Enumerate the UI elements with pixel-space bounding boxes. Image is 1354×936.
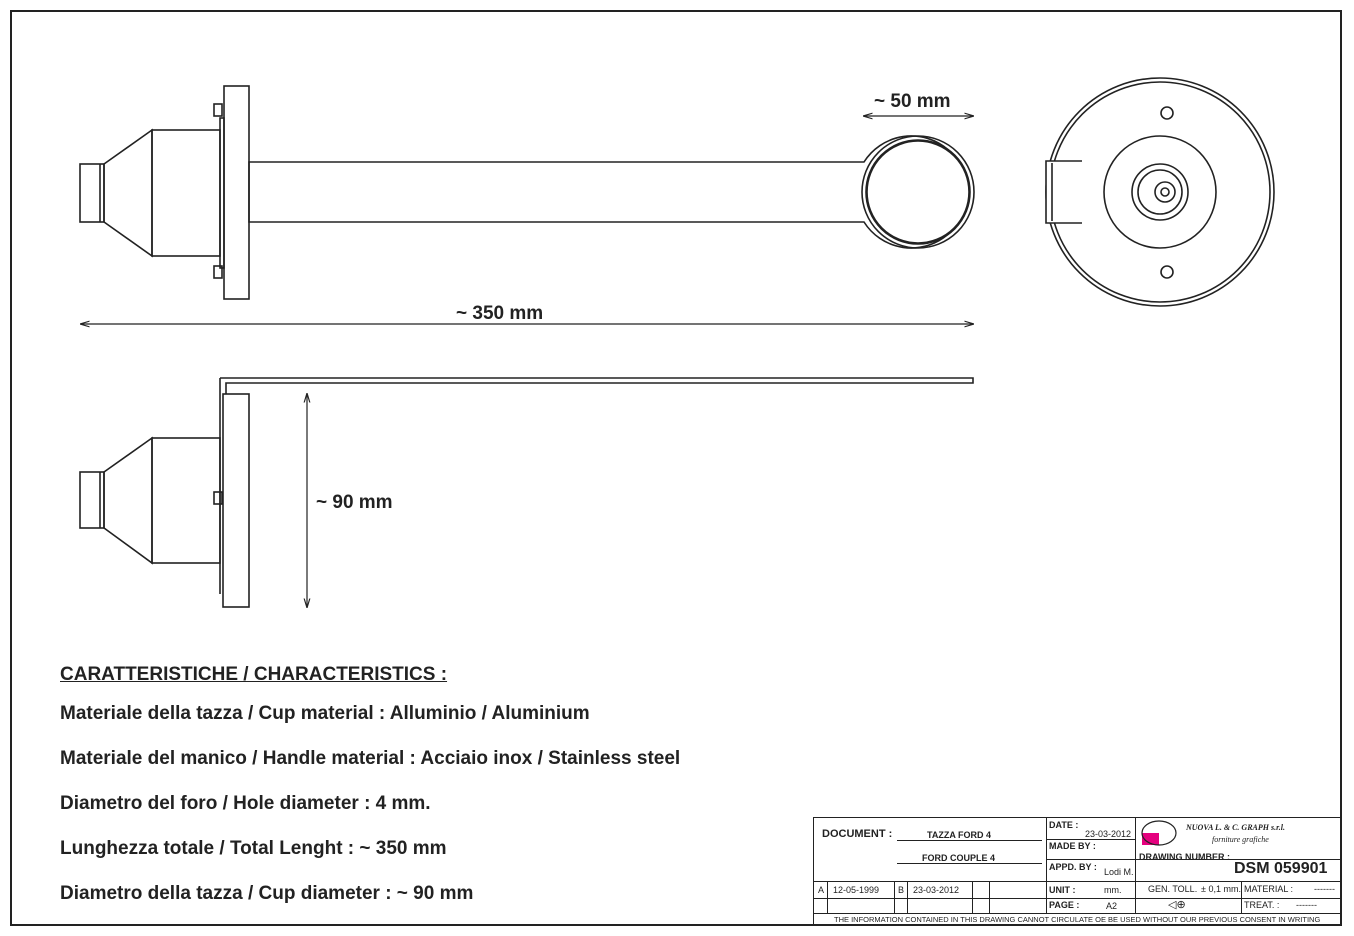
page-label: PAGE : xyxy=(1049,900,1080,910)
company-logo xyxy=(1141,820,1177,846)
screw-hole-bottom xyxy=(1160,265,1174,279)
cup-body xyxy=(151,129,221,257)
characteristics-title: CARATTERISTICHE / CHARACTERISTICS : xyxy=(60,664,448,685)
treat-value: ------- xyxy=(1296,900,1317,910)
side-flange xyxy=(222,393,250,608)
front-view xyxy=(1045,77,1275,307)
cup-cone xyxy=(103,128,153,258)
revision-a-date: 12-05-1999 xyxy=(833,885,880,895)
drawing-number-label: DRAWING NUMBER : xyxy=(1139,852,1230,862)
revision-a-letter: A xyxy=(818,885,825,895)
handle-strip xyxy=(220,377,974,394)
title-block: DOCUMENT : TAZZA FORD 4 FORD COUPLE 4 DA… xyxy=(813,817,1341,925)
characteristic-line: Diametro della tazza / Cup diameter : ~ … xyxy=(60,883,474,904)
characteristic-line: Lunghezza totale / Total Lenght : ~ 350 … xyxy=(60,838,447,859)
projection-symbol-icon: ◁⊕ xyxy=(1168,899,1186,911)
characteristic-line: Materiale della tazza / Cup material : A… xyxy=(60,703,590,724)
screw-hole-top xyxy=(1160,106,1174,120)
cup-flange xyxy=(223,85,250,300)
appd-by-value: Lodi M. xyxy=(1104,867,1134,877)
characteristics-section: CARATTERISTICHE / CHARACTERISTICS : Mate… xyxy=(60,664,800,927)
characteristic-line: Diametro del foro / Hole diameter : 4 mm… xyxy=(60,793,431,814)
revision-b-date: 23-03-2012 xyxy=(913,885,960,895)
confidentiality-notice: THE INFORMATION CONTAINED IN THIS DRAWIN… xyxy=(834,915,1321,924)
drawing-number: DSM 059901 xyxy=(1234,860,1328,877)
document-name-it: TAZZA FORD 4 xyxy=(927,830,991,840)
ring-width-label: ~ 50 mm xyxy=(874,91,951,112)
company-subtitle: forniture grafiche xyxy=(1212,835,1269,844)
drawing-frame xyxy=(10,10,1342,926)
treat-label: TREAT. : xyxy=(1244,900,1280,910)
material-value: ------- xyxy=(1314,884,1335,894)
total-length-label: ~ 350 mm xyxy=(456,303,544,324)
date-value: 23-03-2012 xyxy=(1085,829,1132,839)
top-view xyxy=(79,85,975,300)
appd-by-label: APPD. BY : xyxy=(1049,862,1097,872)
company-name: NUOVA L. & C. GRAPH s.r.l. xyxy=(1186,823,1285,832)
document-name-en: FORD COUPLE 4 xyxy=(922,853,996,863)
made-by-label: MADE BY : xyxy=(1049,841,1096,851)
gen-toll-label: GEN. TOLL. xyxy=(1148,884,1198,894)
page-value: A2 xyxy=(1106,901,1118,911)
cup-opening xyxy=(1103,135,1217,249)
side-view xyxy=(79,377,974,608)
handle-end xyxy=(1045,160,1082,224)
handle-ring-hole xyxy=(866,140,970,244)
document-label: DOCUMENT : xyxy=(822,828,893,840)
cup-diameter-label: ~ 90 mm xyxy=(316,492,393,513)
characteristic-line: Materiale del manico / Handle material :… xyxy=(60,748,681,769)
gen-toll-value: ± 0,1 mm. xyxy=(1201,884,1241,894)
unit-label: UNIT : xyxy=(1049,885,1076,895)
unit-value: mm. xyxy=(1104,885,1122,895)
date-label: DATE : xyxy=(1049,820,1079,830)
material-label: MATERIAL : xyxy=(1244,884,1294,894)
handle-with-ring xyxy=(248,135,969,249)
revision-b-letter: B xyxy=(898,885,905,895)
